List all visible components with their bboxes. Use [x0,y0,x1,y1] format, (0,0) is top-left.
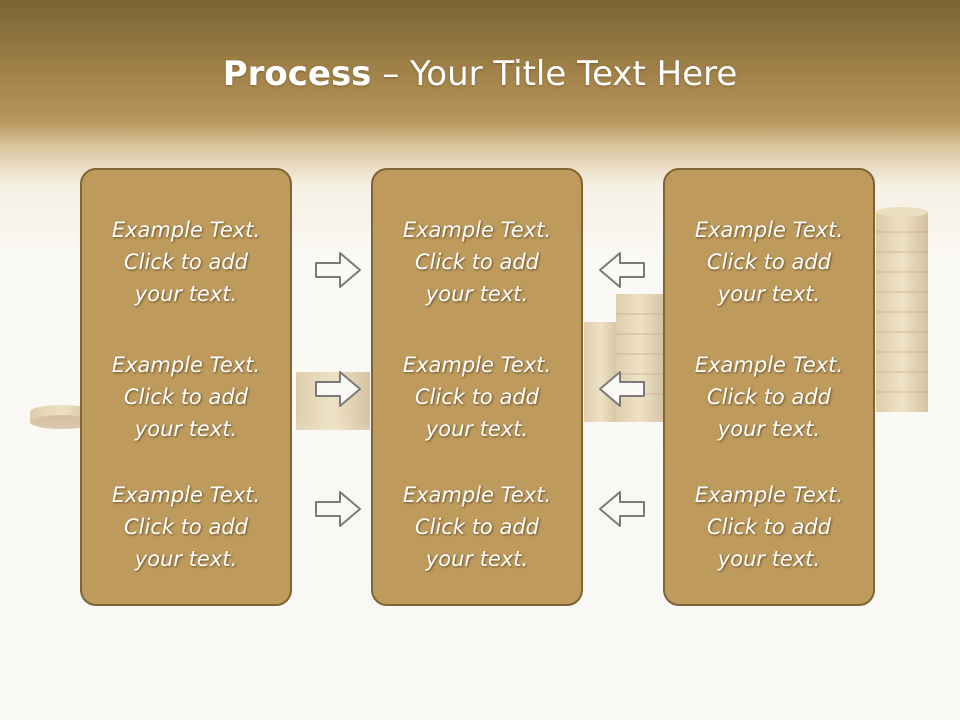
text-line: Example Text. [111,218,261,242]
slide-title[interactable]: Process – Your Title Text Here [0,52,960,96]
process-box-right[interactable]: Example Text. Click to add your text. Ex… [663,168,875,606]
text-line: Click to add [414,250,539,274]
text-block[interactable]: Example Text. Click to add your text. [665,349,873,445]
text-line: your text. [717,282,821,306]
arrow-right-icon [315,371,361,407]
text-line: Example Text. [111,353,261,377]
text-block[interactable]: Example Text. Click to add your text. [665,214,873,310]
text-line: your text. [717,547,821,571]
text-block[interactable]: Example Text. Click to add your text. [373,479,581,575]
text-line: your text. [134,547,238,571]
text-line: your text. [425,282,529,306]
title-bold: Process [222,54,372,94]
text-line: Click to add [706,515,831,539]
text-line: Click to add [414,515,539,539]
text-line: Example Text. [402,218,552,242]
text-line: your text. [717,417,821,441]
process-box-center[interactable]: Example Text. Click to add your text. Ex… [371,168,583,606]
text-line: your text. [134,282,238,306]
text-block[interactable]: Example Text. Click to add your text. [82,479,290,575]
arrow-left-icon [599,252,645,288]
text-line: Click to add [123,385,248,409]
arrow-right-icon [315,491,361,527]
text-block[interactable]: Example Text. Click to add your text. [373,214,581,310]
text-line: Example Text. [111,483,261,507]
text-line: your text. [134,417,238,441]
text-line: Example Text. [694,353,844,377]
arrow-left-icon [599,371,645,407]
text-line: Example Text. [402,353,552,377]
text-line: Example Text. [694,218,844,242]
text-line: Click to add [123,515,248,539]
text-block[interactable]: Example Text. Click to add your text. [665,479,873,575]
arrow-left-icon [599,491,645,527]
text-line: Click to add [414,385,539,409]
text-block[interactable]: Example Text. Click to add your text. [373,349,581,445]
text-line: Example Text. [402,483,552,507]
text-line: your text. [425,417,529,441]
title-rest: – Your Title Text Here [371,54,738,94]
process-box-left[interactable]: Example Text. Click to add your text. Ex… [80,168,292,606]
text-line: Click to add [123,250,248,274]
text-block[interactable]: Example Text. Click to add your text. [82,214,290,310]
text-line: Click to add [706,250,831,274]
arrow-right-icon [315,252,361,288]
text-line: Click to add [706,385,831,409]
text-line: your text. [425,547,529,571]
text-block[interactable]: Example Text. Click to add your text. [82,349,290,445]
text-line: Example Text. [694,483,844,507]
